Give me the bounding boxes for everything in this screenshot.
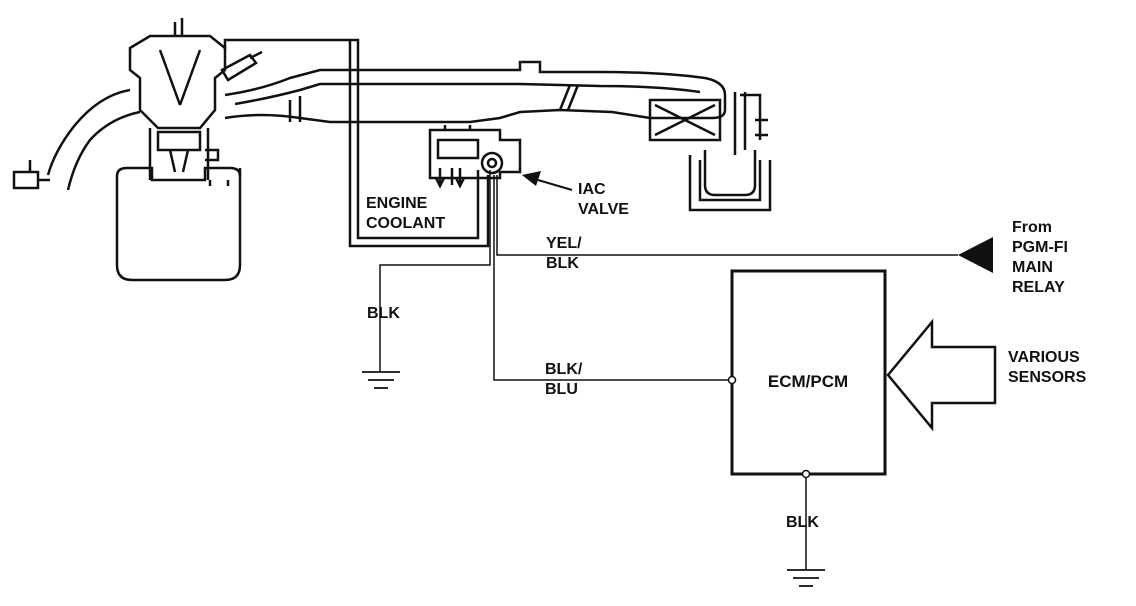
from-relay-label-line3: MAIN: [1012, 259, 1053, 276]
yel-blk-label-line2: BLK: [546, 255, 579, 272]
various-sensors-label-line1: VARIOUS: [1008, 349, 1080, 366]
from-relay-label-line2: PGM-FI: [1012, 239, 1068, 256]
engine-coolant-label-line2: COOLANT: [366, 215, 445, 232]
iac-valve-body: [428, 125, 522, 189]
ecm-pcm-label: ECM/PCM: [768, 372, 848, 391]
engine-coolant-label-line1: ENGINE: [366, 195, 428, 212]
blk-ground-ecm-label: BLK: [786, 514, 819, 531]
ecm-ground-terminal: [801, 469, 811, 479]
wiring: [379, 170, 958, 570]
various-sensors-label-line2: SENSORS: [1008, 369, 1087, 386]
blk-blu-label-line1: BLK/: [545, 361, 583, 378]
blk-blu-label-line2: BLU: [545, 381, 578, 398]
iac-pointer-arrow: [522, 171, 573, 191]
ground-symbol-iac: [362, 371, 400, 389]
iac-valve-label-line1: IAC: [578, 181, 606, 198]
iac-valve-label-line2: VALVE: [578, 201, 629, 218]
from-relay-label-line1: From: [1012, 219, 1052, 236]
ground-symbol-ecm: [787, 569, 825, 587]
relay-arrow: [958, 237, 993, 273]
engine-illustration: [12, 18, 263, 282]
yel-blk-label-line1: YEL/: [546, 235, 582, 252]
intake-manifold: [223, 38, 772, 248]
ecm-input-terminal: [727, 375, 737, 385]
from-relay-label-line4: RELAY: [1012, 279, 1065, 296]
various-sensors-arrow: [886, 318, 997, 432]
blk-ground-iac-label: BLK: [367, 305, 400, 322]
